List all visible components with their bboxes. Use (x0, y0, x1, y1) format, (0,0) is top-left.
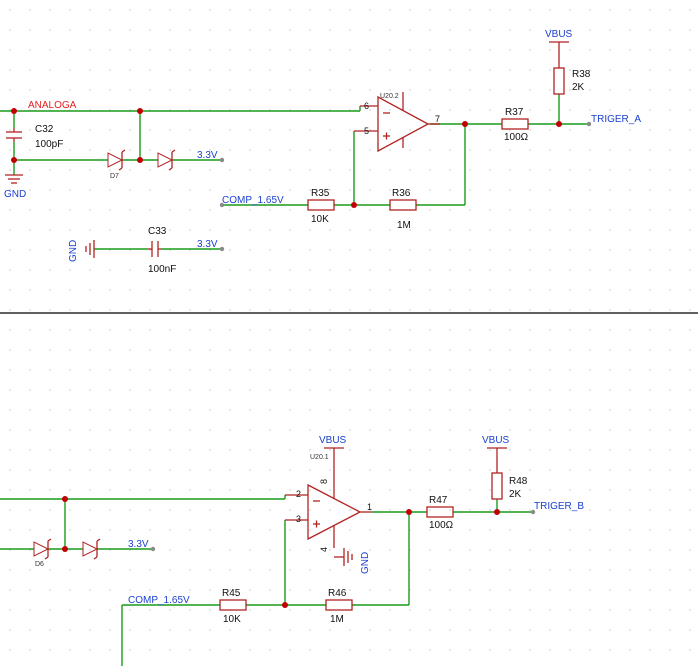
resistor-r36 (389, 199, 417, 211)
c33-value: 100nF (148, 264, 176, 275)
r35-value: 10K (311, 214, 329, 225)
u20-1-pin-inv: 2 (296, 489, 301, 499)
r38-ref: R38 (572, 69, 591, 80)
gnd-symbol-c33 (85, 240, 95, 258)
gnd-label-top: GND (4, 189, 26, 200)
net-triger-a: TRIGER_A (591, 114, 641, 125)
capacitor-c32 (6, 128, 22, 142)
net-3v3-top-2: 3.3V (197, 239, 218, 250)
r38-value: 2K (572, 82, 585, 93)
bottom-wires (0, 495, 533, 666)
net-comp-top: COMP_1.65V (222, 195, 284, 206)
resistor-r37 (501, 118, 529, 130)
c32-ref: C32 (35, 124, 54, 135)
net-vbus-opamp: VBUS (319, 435, 347, 446)
u20-2-pin-inv: 6 (364, 101, 369, 111)
resistor-r35 (307, 199, 335, 211)
diode-top-2 (157, 149, 176, 171)
r37-ref: R37 (505, 107, 524, 118)
net-pin-3v3-top-2 (219, 246, 225, 252)
diode-bottom-2 (82, 538, 101, 560)
r47-value: 100Ω (429, 520, 454, 531)
u20-2-ref: U20.2 (380, 93, 399, 100)
gnd-label-opamp: GND (360, 552, 371, 574)
resistor-r38 (553, 67, 565, 95)
u20-1-pin-vcc: 8 (319, 479, 329, 484)
opamp-u20-2 (354, 92, 440, 153)
u20-1-ref: U20.1 (310, 454, 329, 461)
u20-2-pin-out: 7 (435, 114, 440, 124)
net-pin-comp-top (219, 202, 225, 208)
net-pin-3v3-top-1 (219, 157, 225, 163)
resistor-r48 (491, 472, 503, 500)
gnd-label-c33: GND (68, 240, 79, 262)
c32-value: 100pF (35, 139, 63, 150)
net-vbus-bottom: VBUS (482, 435, 510, 446)
net-3v3-top-1: 3.3V (197, 150, 218, 161)
gnd-symbol-opamp (334, 548, 353, 566)
diode-d6 (33, 538, 52, 560)
opamp-u20-1 (285, 447, 372, 548)
r48-ref: R48 (509, 476, 528, 487)
r46-value: 1M (330, 614, 344, 625)
net-vbus-top: VBUS (545, 29, 573, 40)
r36-value: 1M (397, 220, 411, 231)
net-triger-b: TRIGER_B (534, 501, 584, 512)
bottom-junctions (62, 496, 500, 608)
resistor-r45 (219, 599, 247, 611)
r48-value: 2K (509, 489, 522, 500)
net-analoga: ANALOGA (28, 100, 77, 111)
resistor-r47 (426, 506, 454, 518)
net-pin-triger-a (586, 121, 592, 127)
top-junctions (11, 108, 562, 208)
top-wires (0, 94, 589, 250)
c33-ref: C33 (148, 226, 167, 237)
r47-ref: R47 (429, 495, 448, 506)
gnd-symbol-top (5, 174, 23, 184)
background-grid (9, 9, 691, 651)
r37-value: 100Ω (504, 132, 529, 143)
r35-ref: R35 (311, 188, 330, 199)
diode-d7 (107, 149, 126, 171)
d7-ref: D7 (110, 173, 119, 180)
net-comp-bottom: COMP_1.65V (128, 595, 190, 606)
r45-ref: R45 (222, 588, 241, 599)
d6-ref: D6 (35, 561, 44, 568)
net-pin-triger-b (530, 509, 536, 515)
u20-2-pin-noninv: 5 (364, 126, 369, 136)
r45-value: 10K (223, 614, 241, 625)
u20-1-pin-gnd: 4 (319, 547, 329, 552)
r46-ref: R46 (328, 588, 347, 599)
capacitor-c33 (148, 241, 162, 257)
net-pin-3v3-bottom (150, 546, 156, 552)
net-3v3-bottom: 3.3V (128, 539, 149, 550)
r36-ref: R36 (392, 188, 411, 199)
u20-1-pin-noninv: 3 (296, 514, 301, 524)
resistor-r46 (325, 599, 353, 611)
u20-1-pin-out: 1 (367, 502, 372, 512)
